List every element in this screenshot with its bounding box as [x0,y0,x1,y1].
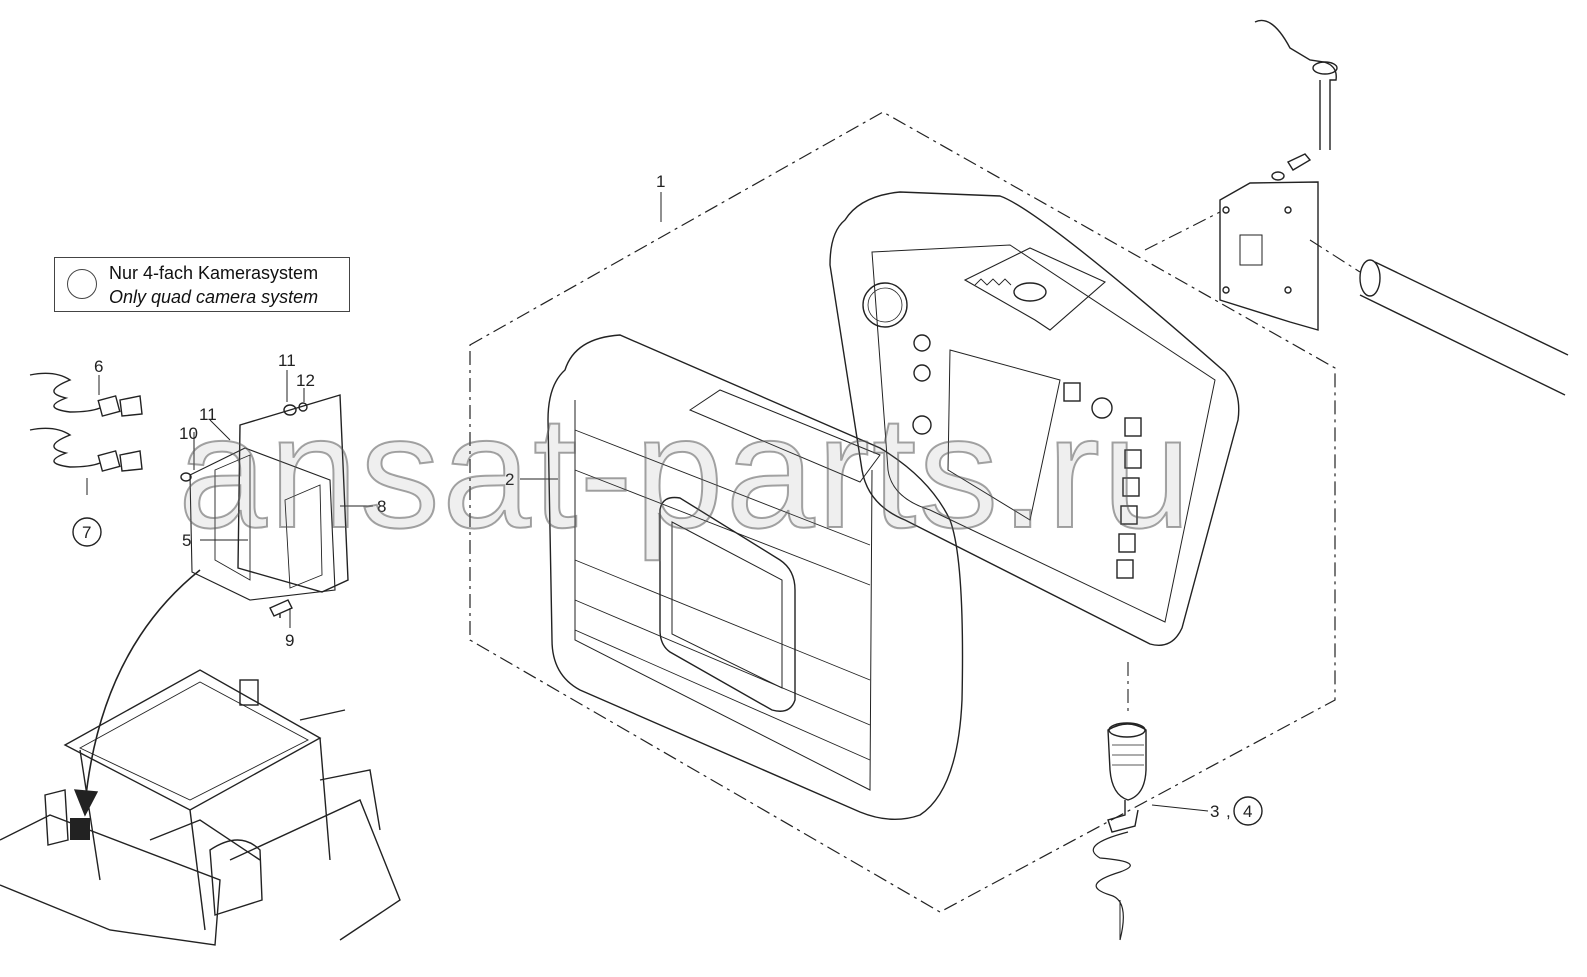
mount-guide-line [1144,211,1221,251]
callout-2: 2 [505,470,514,489]
camera-switch-module [180,394,349,618]
callout-7: 7 [82,523,91,542]
pipe-mount [1219,19,1569,396]
callout-5: 5 [182,531,191,550]
legend-box: Nur 4-fach Kamerasystem Only quad camera… [54,257,350,312]
callout-4-circle [1233,796,1263,826]
protective-cover [547,334,964,820]
callout-comma: , [1226,802,1231,821]
callout-3: 3 [1210,802,1219,821]
monitor-rear-body [829,191,1240,646]
leader-lines [86,192,1209,812]
legend-text-german: Nur 4-fach Kamerasystem [109,263,319,283]
legend-text-english: Only quad camera system [109,287,319,307]
callout-11-lower: 11 [199,405,217,424]
callout-1: 1 [656,172,665,191]
callout-12: 12 [296,371,315,390]
callout-11-upper: 11 [278,351,296,370]
watermark: ansat-parts.ru [177,382,1194,561]
callout-8: 8 [377,497,386,516]
kit-boundary-dashed [469,111,1336,913]
callout-9: 9 [285,631,294,650]
vehicle-cab [0,669,401,946]
callout-10: 10 [179,424,198,443]
callout-4: 4 [1243,802,1252,821]
callout-6: 6 [94,357,103,376]
cable-connector [1092,722,1147,941]
callout-7-circle [72,517,102,547]
install-location-arrow [84,569,201,806]
coiled-cables [29,372,143,472]
legend-circle-symbol [67,269,97,299]
